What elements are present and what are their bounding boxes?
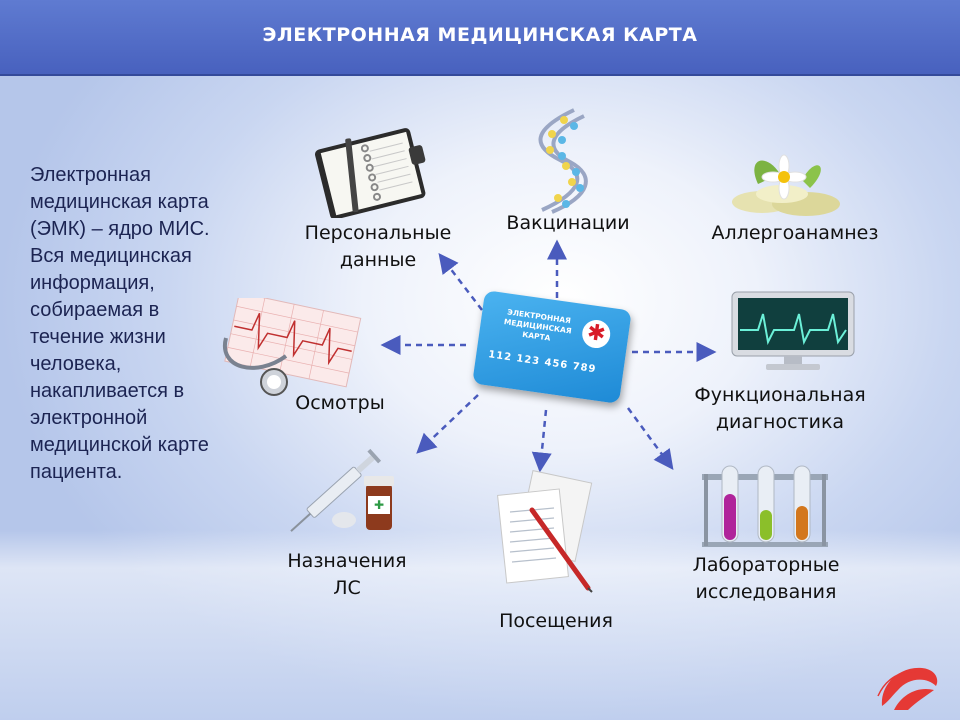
medical-forms-icon bbox=[497, 470, 593, 593]
chamomile-capsules-icon bbox=[732, 154, 840, 216]
description-line: пациента. bbox=[30, 461, 123, 483]
node-functional-label: Функциональная диагностика bbox=[670, 382, 890, 436]
title-bar: ЭЛЕКТРОННАЯ МЕДИЦИНСКАЯ КАРТА bbox=[0, 0, 960, 76]
test-tubes-icon bbox=[702, 465, 828, 547]
label-line: Назначения bbox=[287, 550, 407, 572]
label-line: ЛС bbox=[333, 577, 361, 599]
description-line: Электронная bbox=[30, 164, 151, 186]
description-line: человека, bbox=[30, 353, 122, 375]
page-title: ЭЛЕКТРОННАЯ МЕДИЦИНСКАЯ КАРТА bbox=[262, 24, 698, 46]
arrow-to-personal bbox=[438, 253, 483, 311]
node-personal-label: Персональные данные bbox=[288, 220, 468, 274]
description-text: Электронная медицинская карта (ЭМК) – яд… bbox=[30, 162, 270, 486]
slide-floor-gradient bbox=[0, 530, 960, 720]
description-line: медицинская карта bbox=[30, 191, 209, 213]
organizer-notebook-icon bbox=[315, 128, 426, 218]
node-visits-label: Посещения bbox=[499, 610, 613, 632]
svg-text:✚: ✚ bbox=[374, 498, 384, 512]
medical-star-icon: ✱ bbox=[580, 318, 613, 350]
red-swoosh-logo-icon bbox=[877, 667, 938, 710]
label-line: Функциональная bbox=[694, 384, 866, 406]
arrow-to-prescriptions bbox=[416, 394, 479, 454]
label-line: Персональные bbox=[304, 222, 452, 244]
ecg-monitor-icon bbox=[731, 291, 855, 370]
description-line: (ЭМК) – ядро МИС. bbox=[30, 218, 210, 240]
label-line: диагностика bbox=[715, 411, 845, 433]
node-allergy-label: Аллергоанамнез bbox=[711, 222, 879, 244]
card-title: ЭЛЕКТРОННАЯ МЕДИЦИНСКАЯ КАРТА bbox=[491, 306, 584, 348]
node-prescriptions-label: Назначения ЛС bbox=[262, 548, 432, 602]
syringe-vial-icon: ✚ bbox=[290, 448, 394, 532]
card-number: 112 123 456 789 bbox=[487, 349, 597, 376]
node-labs-label: Лабораторные исследования bbox=[666, 552, 866, 606]
label-line: Лабораторные bbox=[692, 554, 840, 576]
description-line: медицинской карте bbox=[30, 434, 209, 456]
arrow-to-visits bbox=[531, 409, 552, 473]
description-line: собираемая в bbox=[30, 299, 160, 321]
dna-icon bbox=[538, 108, 588, 214]
description-line: накапливается в bbox=[30, 380, 185, 402]
label-line: данные bbox=[339, 249, 417, 271]
description-line: электронной bbox=[30, 407, 148, 429]
label-line: исследования bbox=[695, 581, 837, 603]
node-exams-label: Осмотры bbox=[295, 392, 385, 414]
description-line: информация, bbox=[30, 272, 155, 294]
node-vaccinations-label: Вакцинации bbox=[506, 212, 630, 234]
description-line: течение жизни bbox=[30, 326, 166, 348]
stethoscope-ecg-icon bbox=[222, 298, 362, 396]
description-line: Вся медицинская bbox=[30, 245, 192, 267]
arrow-to-labs bbox=[626, 407, 674, 471]
